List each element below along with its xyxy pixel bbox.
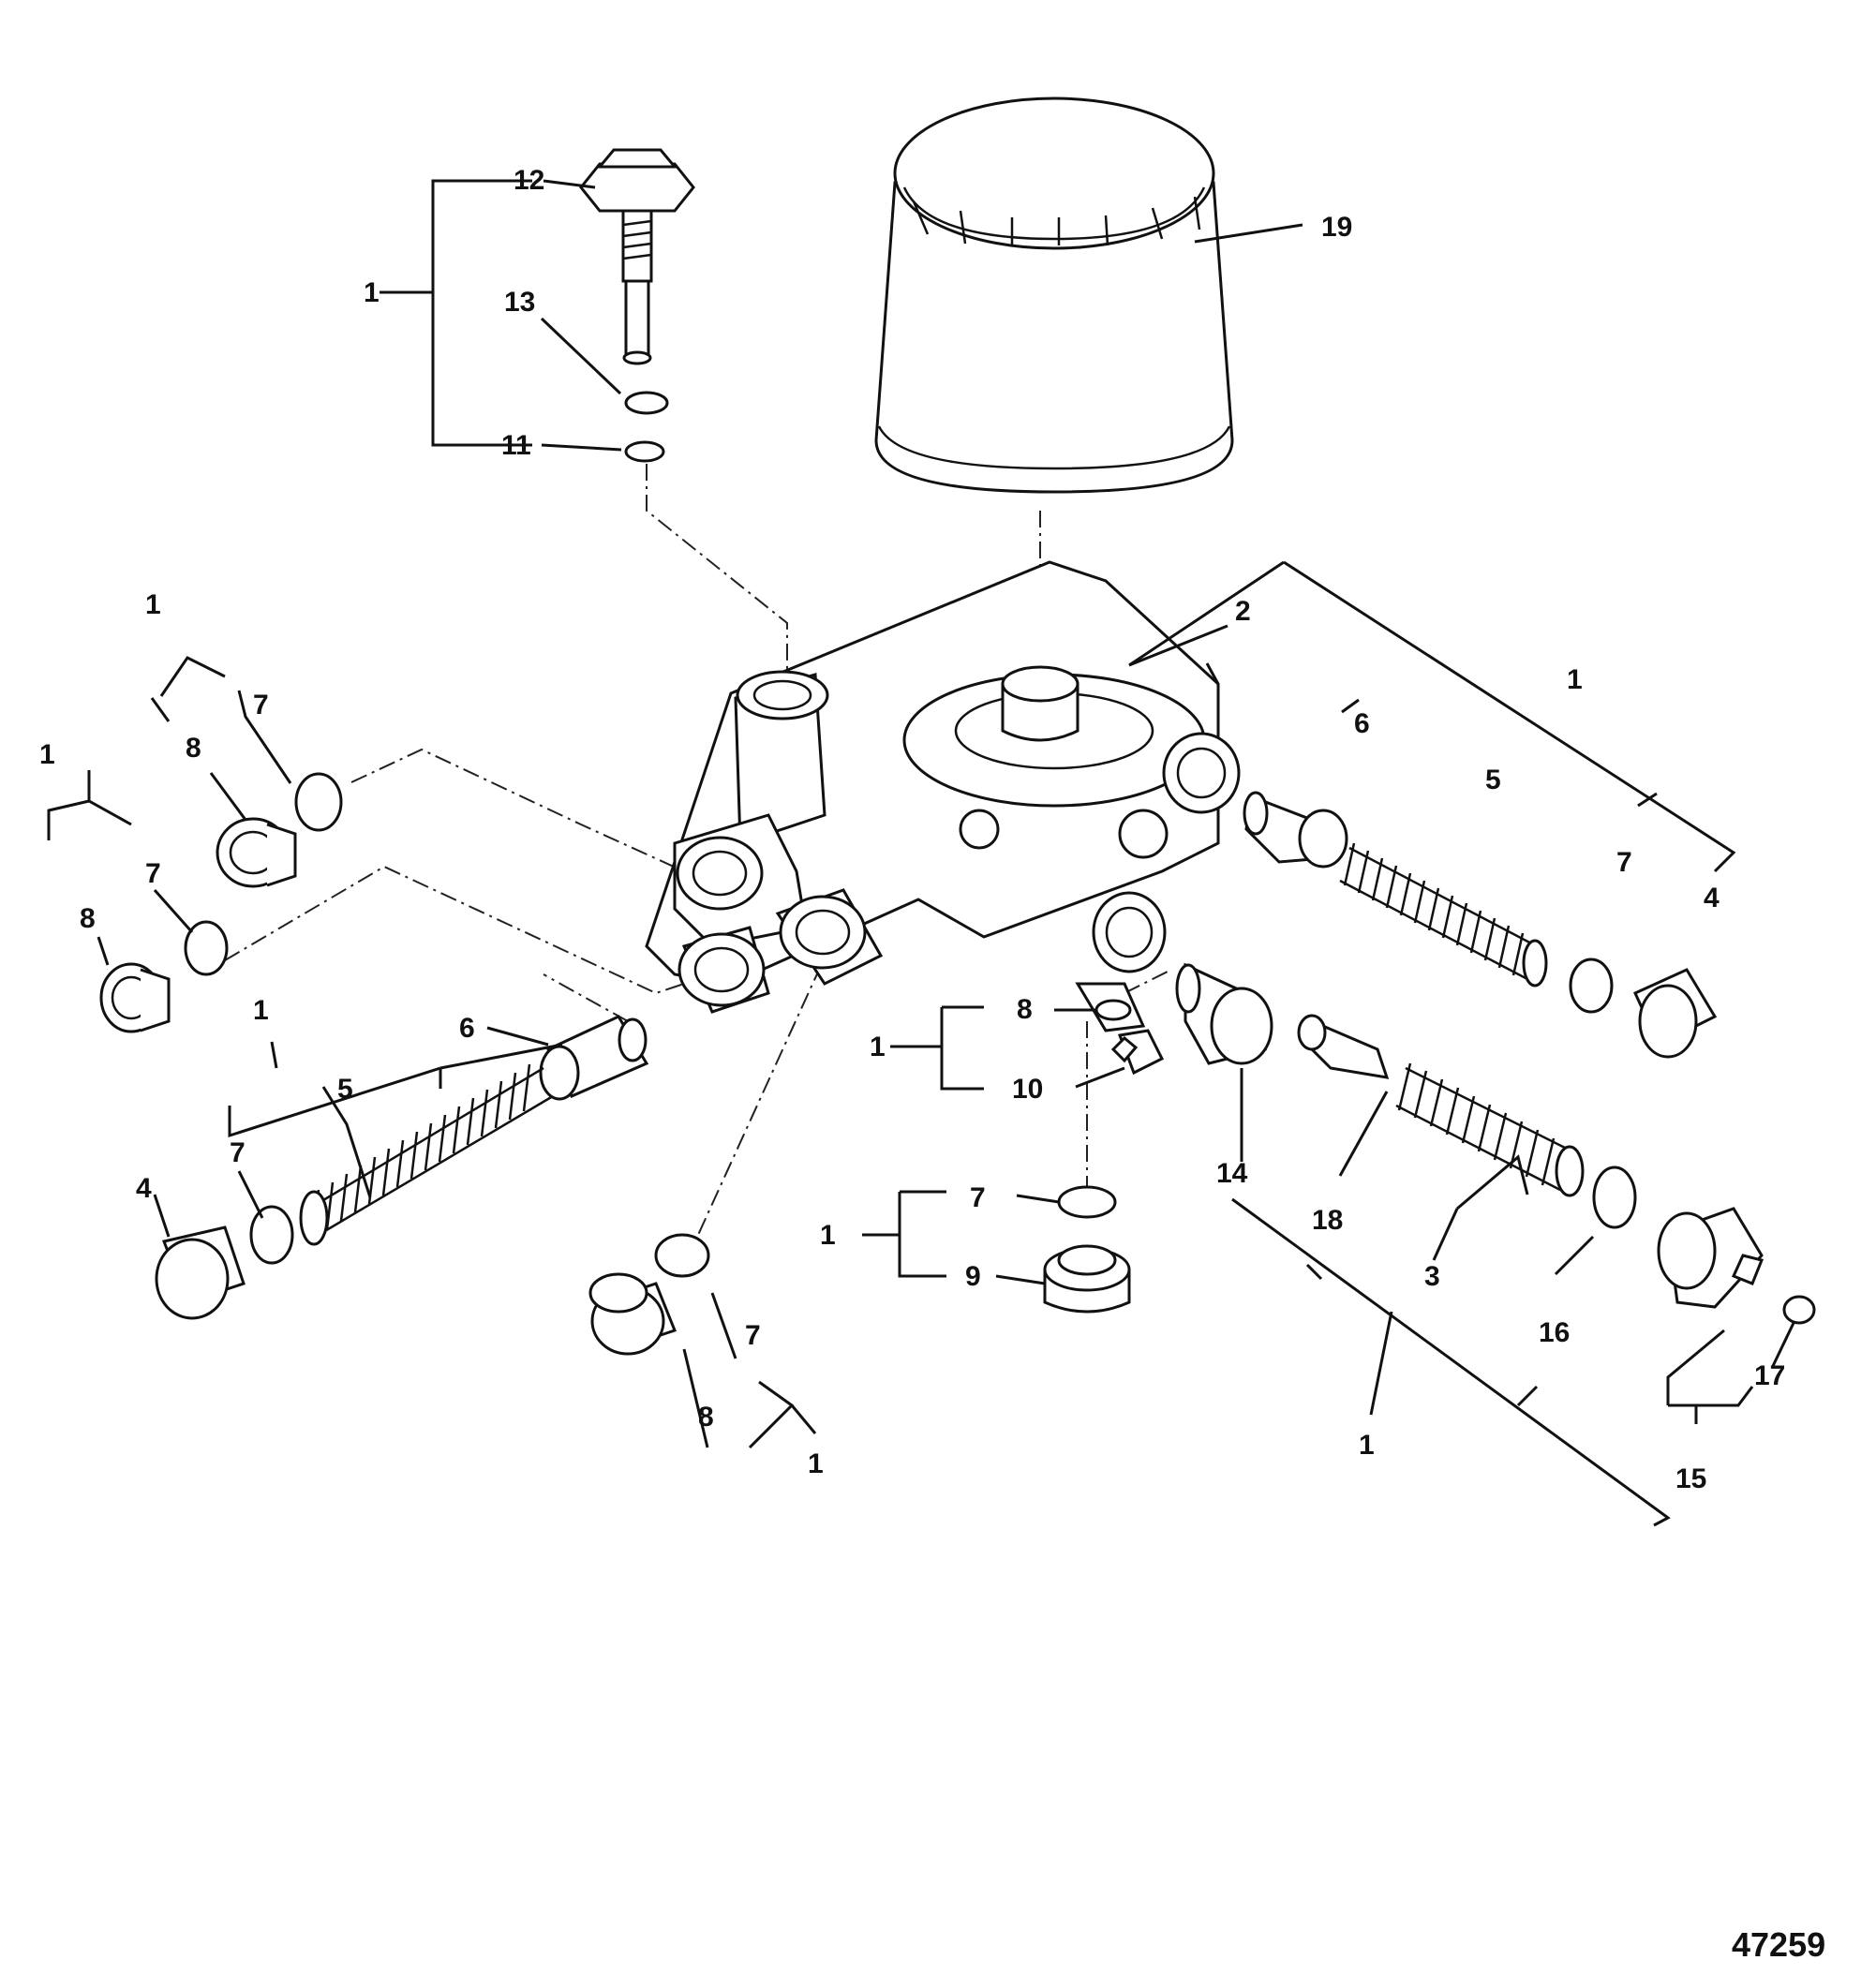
spring-3 <box>1395 1062 1585 1197</box>
callout-8-center: 8 <box>1017 994 1033 1025</box>
plug-8-left-upper <box>216 817 297 888</box>
callout-8-bottom: 8 <box>698 1402 714 1433</box>
callout-15: 15 <box>1675 1463 1706 1494</box>
callout-5-left: 5 <box>337 1074 353 1105</box>
figure-number: 47259 <box>1732 1925 1825 1964</box>
callout-9: 9 <box>965 1261 981 1292</box>
callout-1-right: 1 <box>1567 664 1583 695</box>
callout-8-left-upper: 8 <box>186 733 201 764</box>
callout-17: 17 <box>1754 1360 1785 1391</box>
callout-1-left-upper: 1 <box>145 589 161 620</box>
callout-1-center: 1 <box>870 1032 886 1062</box>
callout-7-left-mid: 7 <box>145 858 161 889</box>
o-ring-7-bottom <box>654 1233 710 1278</box>
valve-assembly-15 <box>1657 1207 1764 1309</box>
valve-6-right <box>1243 791 1348 869</box>
relief-valve-fitting <box>579 148 695 365</box>
callout-14: 14 <box>1216 1158 1248 1189</box>
o-ring-7-left-mid <box>184 920 229 976</box>
callout-7-bottom: 7 <box>745 1320 761 1351</box>
callout-7-bottom-center: 7 <box>970 1182 986 1213</box>
plug-4-right <box>1633 968 1718 1059</box>
callout-7-right: 7 <box>1616 847 1632 878</box>
o-ring-13 <box>624 391 669 415</box>
callout-10: 10 <box>1012 1074 1043 1105</box>
callout-4-left: 4 <box>136 1173 152 1204</box>
plug-4-left <box>155 1225 246 1320</box>
callout-6-left: 6 <box>459 1013 475 1044</box>
callout-5-right: 5 <box>1485 765 1501 795</box>
o-ring-7-right <box>1569 958 1614 1014</box>
spring-5-right <box>1339 842 1548 988</box>
callout-16: 16 <box>1539 1317 1570 1348</box>
plug-8-left-mid <box>99 962 171 1033</box>
callout-4-right: 4 <box>1704 883 1720 913</box>
callout-1-top: 1 <box>364 277 380 308</box>
o-ring-11 <box>624 440 665 463</box>
o-ring-7-bottom-center <box>1057 1185 1117 1219</box>
callout-18: 18 <box>1312 1205 1343 1236</box>
callout-7-left-lower: 7 <box>230 1137 246 1168</box>
filter-adapter-body <box>645 560 1241 1032</box>
plug-8-bottom <box>588 1272 677 1356</box>
callout-1-left-mid: 1 <box>39 739 55 770</box>
o-ring-16 <box>1592 1166 1637 1229</box>
callout-8-left-mid: 8 <box>80 903 96 934</box>
callout-12: 12 <box>514 165 544 196</box>
piston-14 <box>1175 962 1273 1065</box>
callout-1-bottom-center: 1 <box>820 1220 836 1251</box>
leader-lines <box>47 179 1796 1527</box>
plug-9 <box>1043 1244 1131 1314</box>
o-ring-7-left-lower <box>249 1205 294 1265</box>
callout-11: 11 <box>501 430 531 461</box>
sensor-plug-10 <box>1110 1029 1165 1076</box>
callouts: 12 1 13 11 19 2 1 7 8 1 7 8 6 1 5 7 4 1 … <box>39 165 1785 1494</box>
callout-3: 3 <box>1424 1261 1440 1292</box>
callout-7-left-upper: 7 <box>253 690 269 720</box>
callout-6-right: 6 <box>1354 708 1370 739</box>
pin-18 <box>1297 1014 1390 1079</box>
oil-filter <box>874 97 1234 494</box>
callout-19: 19 <box>1321 212 1352 243</box>
o-ring-8-center <box>1094 999 1132 1021</box>
callout-1-bottom: 1 <box>808 1448 824 1479</box>
callout-13: 13 <box>504 287 535 318</box>
valve-6-left <box>539 1015 649 1101</box>
callout-1-left-lower: 1 <box>253 995 269 1026</box>
cap-17 <box>1782 1295 1816 1325</box>
callout-1-bottom-right: 1 <box>1359 1430 1375 1461</box>
spring-5-left <box>299 1063 554 1246</box>
callout-2: 2 <box>1235 596 1251 627</box>
o-ring-7-left-upper <box>294 772 343 832</box>
